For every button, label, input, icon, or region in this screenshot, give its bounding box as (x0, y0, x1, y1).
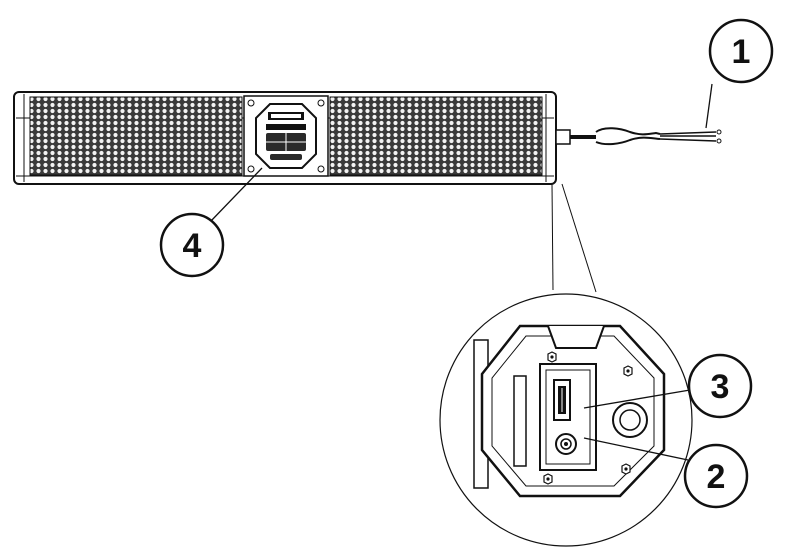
control-panel (243, 95, 329, 177)
aux-jack-icon (555, 433, 577, 455)
callout-4-label: 4 (183, 227, 202, 265)
callout-1: 1 (708, 18, 774, 84)
usb-port-icon (553, 379, 571, 421)
left-speaker-grille (29, 96, 243, 176)
callout-2-label: 2 (707, 458, 726, 496)
callout-1-label: 1 (732, 33, 751, 71)
right-speaker-grille (329, 96, 543, 176)
power-cable (555, 127, 722, 146)
callout-2: 2 (683, 443, 749, 509)
zoom-detail (439, 293, 693, 547)
callout-4: 4 (159, 212, 225, 278)
cable-gland-icon (612, 402, 648, 438)
callout-3: 3 (687, 353, 753, 419)
screw-icon (543, 351, 633, 485)
callout-3-label: 3 (711, 368, 730, 406)
